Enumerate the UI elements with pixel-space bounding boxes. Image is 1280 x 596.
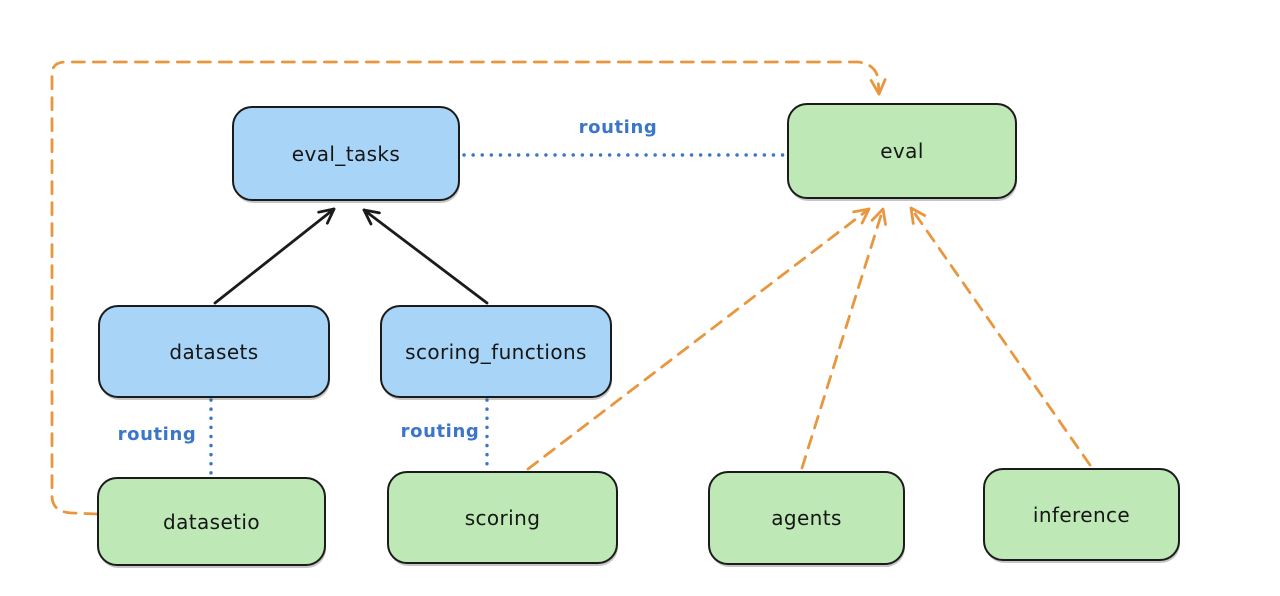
- edge-inference-to-eval: [909, 206, 1092, 467]
- node-datasets-label: datasets: [169, 339, 259, 364]
- edge-datasetio-to-eval: [50, 60, 887, 516]
- node-scoring-functions: scoring_functions: [380, 305, 612, 398]
- node-inference-label: inference: [1032, 502, 1131, 527]
- edge-datasets-to-eval-tasks: [213, 207, 336, 305]
- node-scoring: scoring: [387, 471, 618, 564]
- node-scoring-label: scoring: [464, 505, 541, 530]
- edge-scoring-functions-to-eval-tasks: [362, 208, 489, 305]
- node-agents-label: agents: [771, 506, 842, 530]
- edge-scoring-to-eval: [526, 207, 871, 471]
- routing-label-scoring-functions-scoring: routing: [400, 421, 480, 442]
- node-datasets: datasets: [98, 305, 330, 398]
- node-datasetio: datasetio: [97, 477, 326, 566]
- node-eval-tasks: eval_tasks: [232, 106, 460, 201]
- node-datasetio-label: datasetio: [162, 509, 260, 534]
- node-inference: inference: [983, 468, 1180, 561]
- node-eval-tasks-label: eval_tasks: [291, 141, 401, 166]
- edge-agents-to-eval: [800, 207, 887, 470]
- routing-label-eval-tasks-eval: routing: [578, 117, 658, 138]
- node-eval-label: eval: [880, 139, 924, 163]
- node-eval: eval: [787, 103, 1017, 199]
- node-scoring-functions-label: scoring_functions: [405, 339, 587, 364]
- node-agents: agents: [708, 471, 905, 565]
- routing-label-datasets-datasetio: routing: [117, 424, 197, 445]
